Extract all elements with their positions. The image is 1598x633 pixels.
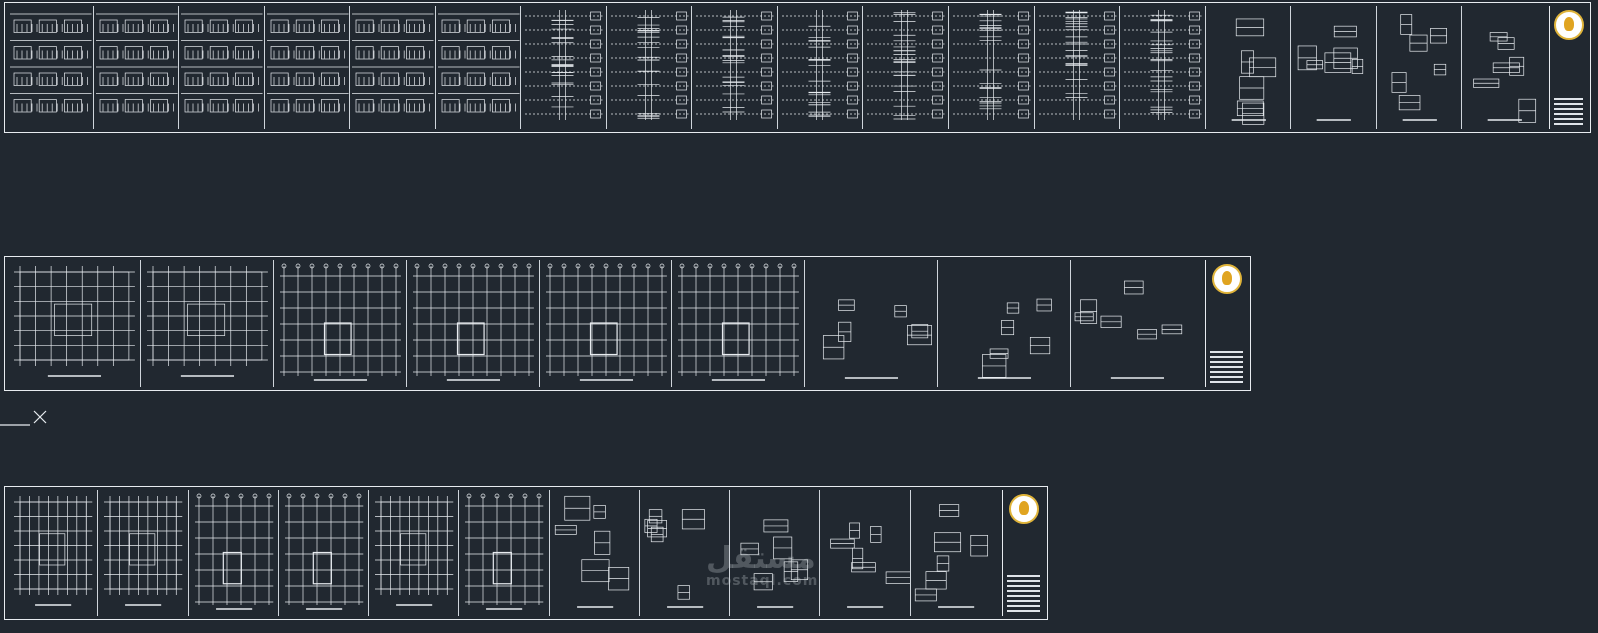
- row-2-sheet-2[interactable]: [141, 260, 274, 387]
- sheet-drawing: [554, 495, 629, 608]
- row-3-sheet-9[interactable]: [730, 490, 821, 616]
- sheet-drawing: [1297, 25, 1364, 121]
- sheet-drawing: [867, 10, 946, 120]
- sheet-drawing: [104, 496, 183, 606]
- sheet-drawing: [781, 10, 860, 120]
- row-3-sheet-7[interactable]: [550, 490, 640, 616]
- row-1-sheet-4[interactable]: [265, 6, 351, 129]
- row-1-sheet-5[interactable]: [350, 6, 436, 129]
- row-1-sheet-2[interactable]: [94, 6, 180, 129]
- sheet-drawing: [181, 13, 263, 113]
- sheet-drawing: [14, 266, 135, 377]
- sheet-drawing: [146, 266, 268, 377]
- row-1-sheet-17[interactable]: [1377, 6, 1463, 129]
- row-2-sheet-3[interactable]: [274, 260, 407, 387]
- sheet-drawing: [644, 509, 705, 608]
- sheet-drawing: [823, 299, 933, 379]
- sheet-row-1[interactable]: [4, 2, 1591, 133]
- sheet-drawing: [437, 13, 520, 113]
- sheet-drawing: [953, 10, 1031, 120]
- sheet-drawing: [194, 493, 273, 610]
- sheet-drawing: [1124, 10, 1202, 120]
- row-1-sheet-1[interactable]: [8, 6, 94, 129]
- row-3-sheet-6[interactable]: [459, 490, 550, 616]
- row-1-sheet-14[interactable]: [1120, 6, 1206, 129]
- sheet-drawing: [95, 13, 178, 113]
- sheet-drawing: [525, 10, 603, 120]
- row-2-sheet-6[interactable]: [672, 260, 806, 387]
- row-2-sheet-4[interactable]: [407, 260, 540, 387]
- row-1-sheet-12[interactable]: [949, 6, 1035, 129]
- sheet-drawing: [696, 10, 774, 120]
- title-block-lines: [1210, 348, 1243, 383]
- row-1-sheet-13[interactable]: [1035, 6, 1121, 129]
- sheet-drawing: [914, 504, 988, 608]
- sheet-drawing: [465, 493, 544, 610]
- company-logo-icon: [1553, 10, 1584, 40]
- sheet-drawing: [10, 13, 92, 113]
- row-1-sheet-15[interactable]: [1206, 6, 1292, 129]
- row-2-sheet-5[interactable]: [540, 260, 673, 387]
- row-1-sheet-8[interactable]: [607, 6, 693, 129]
- sheet-drawing: [1473, 32, 1537, 123]
- sheet-drawing: [1074, 280, 1183, 379]
- sheet-drawing: [1231, 18, 1276, 125]
- row-1-sheet-7[interactable]: [521, 6, 607, 129]
- row-3-sheet-11[interactable]: [911, 490, 1001, 616]
- title-block: [1205, 260, 1247, 387]
- row-1-sheet-16[interactable]: [1291, 6, 1377, 129]
- sheet-drawing: [545, 263, 667, 381]
- sheet-drawing: [1391, 14, 1447, 121]
- sheet-drawing: [266, 13, 349, 113]
- sheet-drawing: [375, 496, 454, 606]
- sheet-drawing: [279, 263, 401, 381]
- sheet-row-2[interactable]: [4, 256, 1251, 391]
- row-3-sheet-2[interactable]: [98, 490, 189, 616]
- row-2-sheet-7[interactable]: [805, 260, 939, 387]
- row-3-sheet-8[interactable]: [640, 490, 731, 616]
- title-block: [1549, 6, 1587, 129]
- title-block-lines: [1554, 95, 1583, 125]
- sheet-drawing: [610, 10, 689, 120]
- sheet-drawing: [412, 263, 534, 381]
- row-1-sheet-3[interactable]: [179, 6, 265, 129]
- row-3-sheet-10[interactable]: [820, 490, 911, 616]
- title-block-lines: [1007, 572, 1040, 612]
- row-3-sheet-1[interactable]: [8, 490, 99, 616]
- sheet-drawing: [977, 298, 1052, 379]
- sheet-drawing: [678, 263, 800, 381]
- row-1-sheet-11[interactable]: [863, 6, 950, 129]
- sheet-drawing: [1038, 10, 1117, 120]
- row-1-sheet-10[interactable]: [778, 6, 864, 129]
- sheet-drawing: [830, 522, 910, 608]
- row-2-sheet-1[interactable]: [8, 260, 141, 387]
- sheet-drawing: [352, 13, 434, 113]
- row-2-sheet-9[interactable]: [1071, 260, 1204, 387]
- ucs-icon: [0, 410, 47, 426]
- row-1-sheet-9[interactable]: [692, 6, 778, 129]
- row-2-sheet-8[interactable]: [938, 260, 1071, 387]
- row-3-sheet-3[interactable]: [189, 490, 279, 616]
- sheet-drawing: [284, 493, 364, 610]
- sheet-drawing: [14, 496, 93, 606]
- sheet-row-3[interactable]: [4, 486, 1048, 620]
- company-logo-icon: [1211, 264, 1242, 294]
- sheet-drawing: [740, 519, 809, 608]
- title-block: [1002, 490, 1044, 616]
- row-3-sheet-4[interactable]: [279, 490, 370, 616]
- row-3-sheet-5[interactable]: [369, 490, 460, 616]
- row-1-sheet-18[interactable]: [1462, 6, 1548, 129]
- company-logo-icon: [1008, 494, 1039, 524]
- row-1-sheet-6[interactable]: [436, 6, 522, 129]
